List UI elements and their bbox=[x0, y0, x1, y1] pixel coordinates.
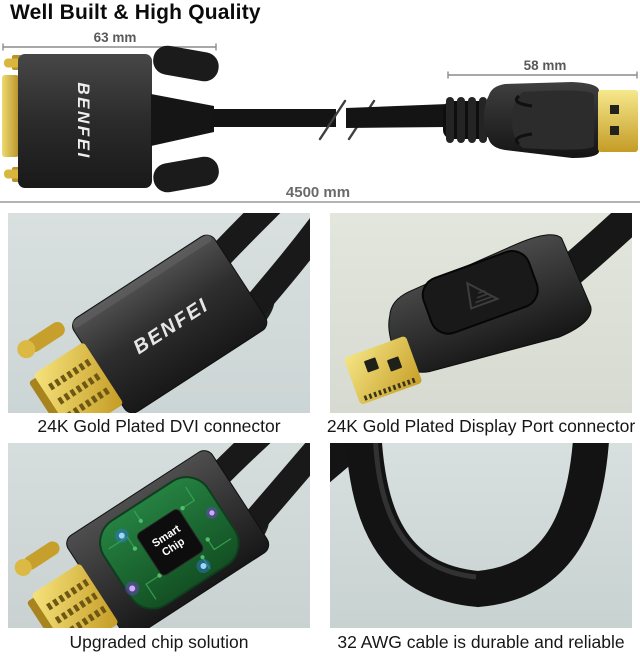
cable-size-diagram: 63 mm BENFEI 58 mm bbox=[0, 30, 640, 203]
dp-length-label: 58 mm bbox=[524, 58, 567, 73]
dp-connector-side-view bbox=[443, 82, 638, 158]
feature-caption-dp: 24K Gold Plated Display Port connector bbox=[326, 416, 636, 436]
dvi-pin-grid bbox=[46, 578, 107, 628]
cable-loop-photo bbox=[330, 443, 632, 628]
feature-caption-dvi: 24K Gold Plated DVI connector bbox=[37, 416, 281, 436]
dvi-connector-side-view: BENFEI bbox=[2, 45, 219, 193]
feature-photo-dp-connector bbox=[330, 213, 632, 413]
feature-photo-cable bbox=[330, 443, 632, 628]
led-glow-dots bbox=[114, 506, 218, 596]
solder-pads bbox=[132, 505, 210, 578]
dvi-connector-photo: BENFEI bbox=[8, 213, 310, 413]
cable-strand bbox=[554, 213, 632, 287]
smart-chip bbox=[137, 509, 204, 576]
feature-caption-cable: 32 AWG cable is durable and reliable bbox=[337, 632, 625, 652]
feature-caption-chip: Upgraded chip solution bbox=[69, 632, 249, 652]
brand-logo-text: BENFEI bbox=[74, 82, 93, 159]
dvi-measure-line bbox=[2, 43, 217, 51]
cable-strand bbox=[330, 443, 377, 483]
cable-run bbox=[212, 99, 448, 141]
dp-pin-row bbox=[363, 377, 417, 401]
page-title: Well Built & High Quality bbox=[10, 1, 261, 24]
feature-photo-chip: Smart Chip bbox=[8, 443, 310, 628]
dp-measure-line bbox=[447, 71, 638, 79]
dp-connector-photo bbox=[330, 213, 632, 413]
dvi-length-label: 63 mm bbox=[94, 30, 137, 45]
feature-photo-dvi-connector: BENFEI bbox=[8, 213, 310, 413]
cable-length-label: 4500 mm bbox=[286, 184, 350, 201]
chip-solution-photo: Smart Chip bbox=[8, 443, 310, 628]
circuit-traces bbox=[108, 486, 232, 600]
dp-plug-3q-view bbox=[344, 234, 592, 404]
cable-loop bbox=[345, 443, 609, 608]
dvi-pin-grid bbox=[48, 357, 112, 413]
cable-strand bbox=[238, 217, 310, 324]
cable-highlight bbox=[373, 443, 477, 580]
dvi-plug-3q-view: BENFEI bbox=[17, 234, 268, 413]
dvi-plug-with-chip-window: Smart Chip bbox=[14, 450, 270, 628]
